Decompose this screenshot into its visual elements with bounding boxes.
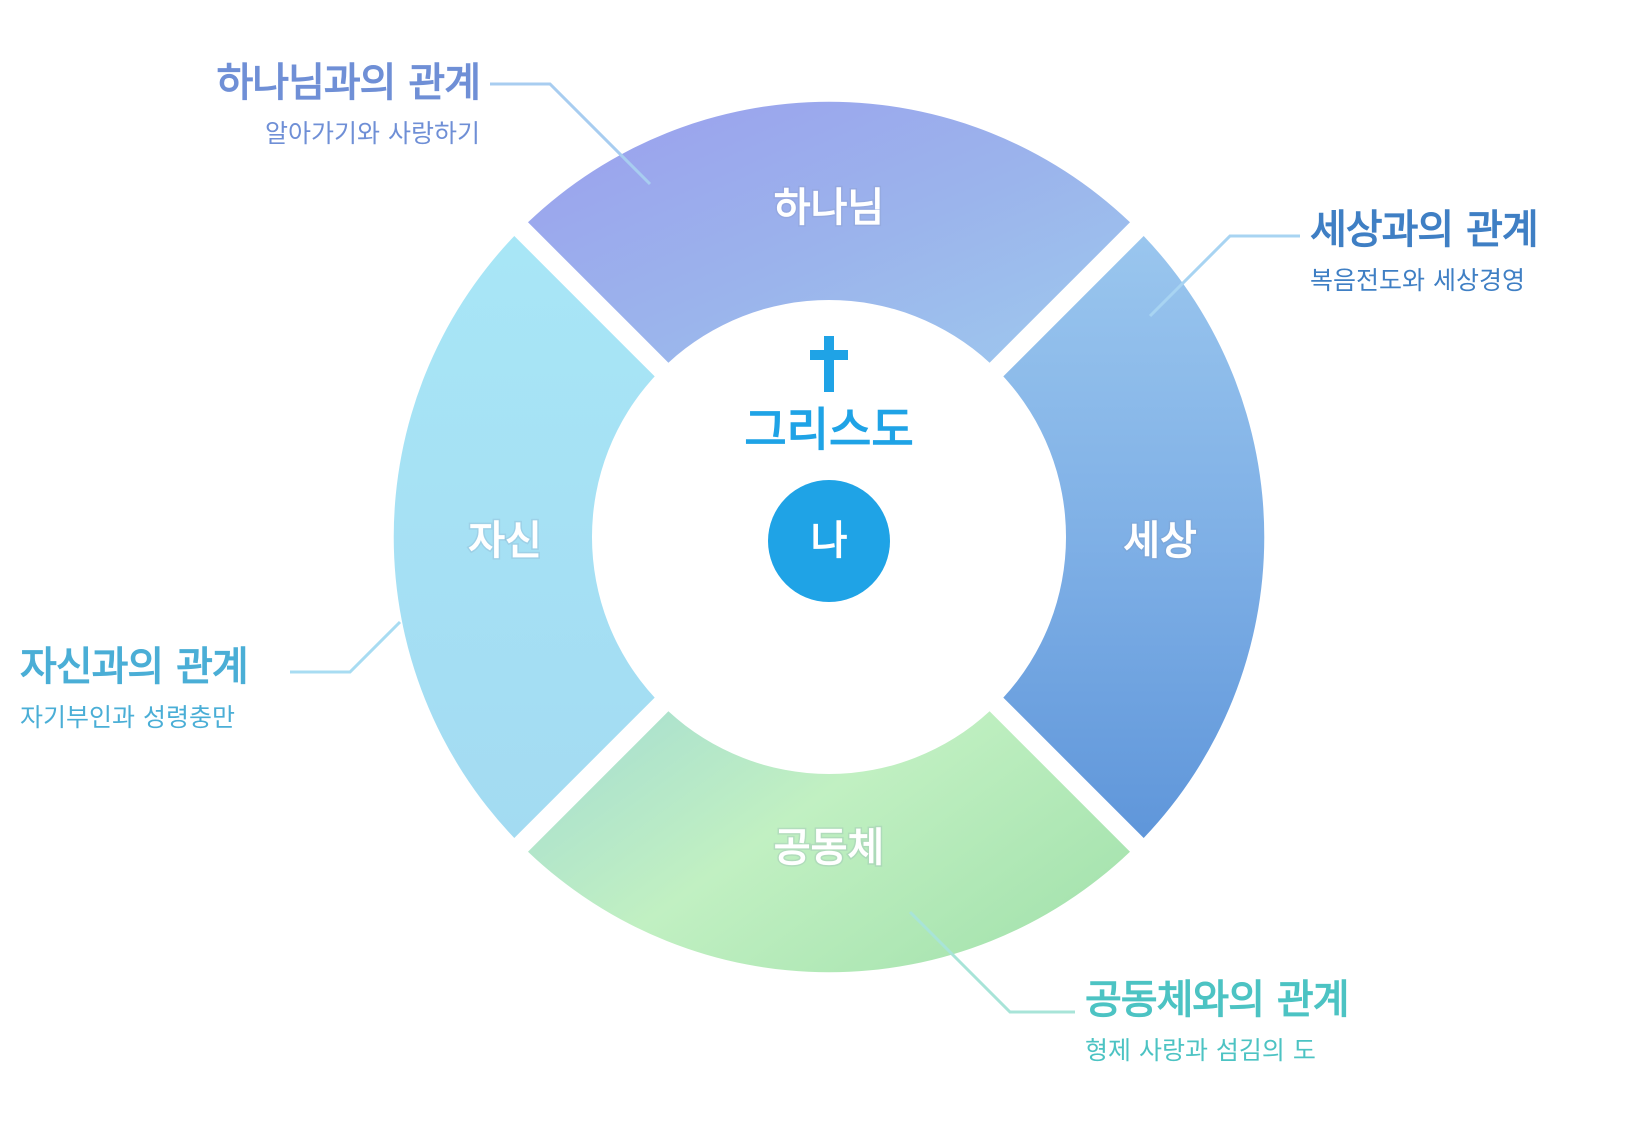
callout-community: 공동체와의 관계 형제 사랑과 섬김의 도 <box>1085 975 1350 1069</box>
segment-label-self: 자신 <box>468 518 542 564</box>
segment-god <box>528 101 1130 363</box>
callout-title-world: 세상과의 관계 <box>1310 207 1539 253</box>
connector-community <box>908 910 1075 1014</box>
segment-self <box>393 236 655 838</box>
callout-title-community: 공동체와의 관계 <box>1085 977 1350 1023</box>
segment-label-god: 하나님 <box>774 185 884 231</box>
segment-world <box>1003 236 1265 838</box>
callout-subtitle-world: 복음전도와 세상경영 <box>1310 266 1525 295</box>
center-word-christ: 그리스도 <box>744 403 913 457</box>
callout-god: 하나님과의 관계 알아가기와 사랑하기 <box>60 58 481 152</box>
segment-community <box>528 711 1130 973</box>
callout-title-god: 하나님과의 관계 <box>216 60 481 106</box>
callout-title-self: 자신과의 관계 <box>20 644 249 690</box>
callout-subtitle-god: 알아가기와 사랑하기 <box>265 119 480 148</box>
callout-self: 자신과의 관계 자기부인과 성령충만 <box>20 642 278 736</box>
me-label: 나 <box>811 518 848 564</box>
callout-subtitle-self: 자기부인과 성령충만 <box>20 703 235 732</box>
me-circle <box>768 480 890 602</box>
cross-icon <box>810 336 848 392</box>
segment-label-community: 공동체 <box>774 825 884 871</box>
connector-god <box>490 82 652 186</box>
callout-subtitle-community: 형제 사랑과 섬김의 도 <box>1085 1036 1316 1065</box>
callout-world: 세상과의 관계 복음전도와 세상경영 <box>1310 205 1539 299</box>
connector-self <box>290 620 402 674</box>
segment-label-world: 세상 <box>1123 518 1197 564</box>
connector-world <box>1148 234 1300 318</box>
